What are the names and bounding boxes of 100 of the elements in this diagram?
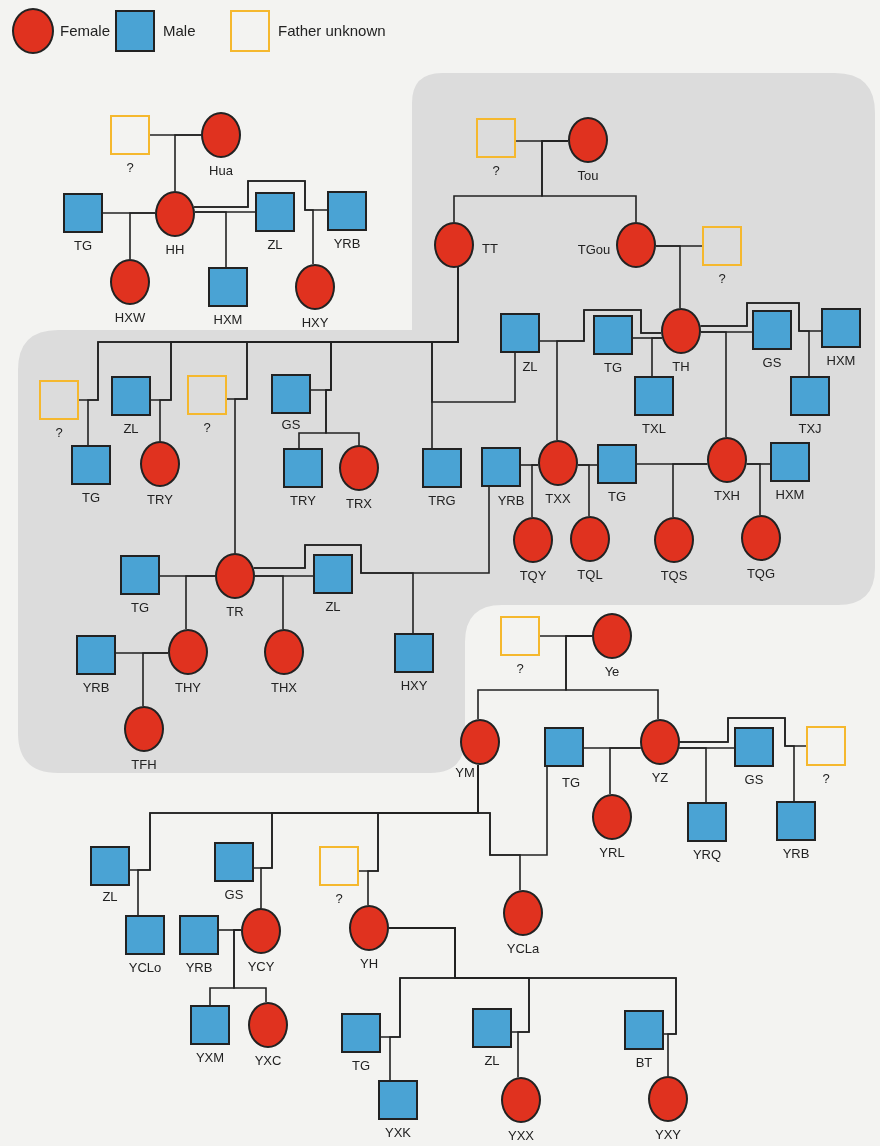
legend-label: Male — [163, 21, 196, 41]
name-label: TRX — [346, 497, 372, 511]
pedigree-line — [672, 463, 709, 518]
name-label: YCLa — [506, 942, 540, 956]
name-label: THX — [271, 681, 297, 695]
male-square — [422, 448, 462, 488]
name-label: YRL — [599, 846, 625, 860]
unknown-father-square — [187, 375, 227, 415]
pedigree-line — [431, 266, 459, 449]
male-square — [394, 633, 434, 673]
name-label: HXM — [213, 313, 243, 327]
pedigree-line — [541, 140, 637, 223]
name-label: TG — [561, 776, 581, 790]
pedigree-line — [129, 212, 156, 260]
unknown-mark: ? — [203, 421, 211, 435]
male-square — [190, 1005, 230, 1045]
unknown-mark: ? — [492, 164, 500, 178]
name-label: YRB — [185, 961, 213, 975]
male-square — [500, 313, 540, 353]
pedigree-line — [745, 463, 761, 516]
name-label: THY — [175, 681, 201, 695]
male-square — [120, 555, 160, 595]
male-square — [776, 801, 816, 841]
name-label: TRY — [147, 493, 173, 507]
name-label: YRB — [82, 681, 110, 695]
female-circle — [592, 613, 632, 659]
male-square — [214, 842, 254, 882]
male-square — [179, 915, 219, 955]
female-circle — [592, 794, 632, 840]
unknown-mark: ? — [822, 772, 830, 786]
pedigree-line — [254, 575, 284, 630]
name-label: HXW — [114, 311, 146, 325]
male-square — [90, 846, 130, 886]
legend-label: Female — [60, 21, 111, 41]
name-label: TXX — [545, 492, 571, 506]
name-label: HH — [165, 243, 185, 257]
unknown-father-square — [500, 616, 540, 656]
female-circle — [349, 905, 389, 951]
name-label: YCLo — [128, 961, 162, 975]
legend-label: Father unknown — [278, 21, 386, 41]
name-label: YRQ — [692, 848, 722, 862]
name-label: YCY — [247, 960, 275, 974]
name-label: YH — [359, 957, 379, 971]
female-circle — [201, 112, 241, 158]
name-label: ZL — [484, 1054, 500, 1068]
male-square — [208, 267, 248, 307]
unknown-father-square — [39, 380, 79, 420]
male-square — [327, 191, 367, 231]
name-label: TFH — [131, 758, 157, 772]
name-label: ZL — [123, 422, 139, 436]
unknown-mark: ? — [55, 426, 63, 440]
name-label: TR — [226, 605, 244, 619]
male-square — [255, 192, 295, 232]
name-label: GS — [744, 773, 764, 787]
name-label: TH — [672, 360, 690, 374]
name-label: TG — [73, 239, 93, 253]
name-label: Ye — [604, 665, 620, 679]
male-square — [271, 374, 311, 414]
male-square — [687, 802, 727, 842]
pedigree-line — [699, 302, 810, 377]
pedigree-line — [577, 464, 590, 517]
male-square — [597, 444, 637, 484]
name-label: GS — [281, 418, 301, 432]
name-label: Tou — [577, 169, 599, 183]
female-circle — [248, 1002, 288, 1048]
name-label: TRG — [428, 494, 456, 508]
male-square — [821, 308, 861, 348]
name-label: TT — [482, 242, 498, 256]
female-circle — [110, 259, 150, 305]
pedigree-line — [655, 245, 681, 309]
male-square — [790, 376, 830, 416]
name-label: TG — [351, 1059, 371, 1073]
male-square — [313, 554, 353, 594]
name-label: TQS — [660, 569, 688, 583]
name-label: YXC — [254, 1054, 282, 1068]
name-label: TRY — [290, 494, 316, 508]
name-label: YXY — [655, 1128, 681, 1142]
name-label: TQG — [746, 567, 776, 581]
female-circle — [460, 719, 500, 765]
pedigree-line — [651, 337, 663, 377]
name-label: Hua — [209, 164, 233, 178]
female-circle — [503, 890, 543, 936]
male-square — [634, 376, 674, 416]
name-label: TG — [607, 490, 627, 504]
male-square — [63, 193, 103, 233]
male-square — [770, 442, 810, 482]
name-label: TXJ — [798, 422, 822, 436]
male-square — [125, 915, 165, 955]
unknown-father-square — [806, 726, 846, 766]
name-label: YXK — [385, 1126, 411, 1140]
male-square — [378, 1080, 418, 1120]
unknown-mark: ? — [718, 272, 726, 286]
name-label: TG — [603, 361, 623, 375]
female-circle — [640, 719, 680, 765]
name-label: YXM — [195, 1051, 225, 1065]
female-circle — [648, 1076, 688, 1122]
male-square — [111, 376, 151, 416]
name-label: ZL — [522, 360, 538, 374]
pedigree-line — [679, 717, 795, 802]
name-label: TXL — [642, 422, 666, 436]
